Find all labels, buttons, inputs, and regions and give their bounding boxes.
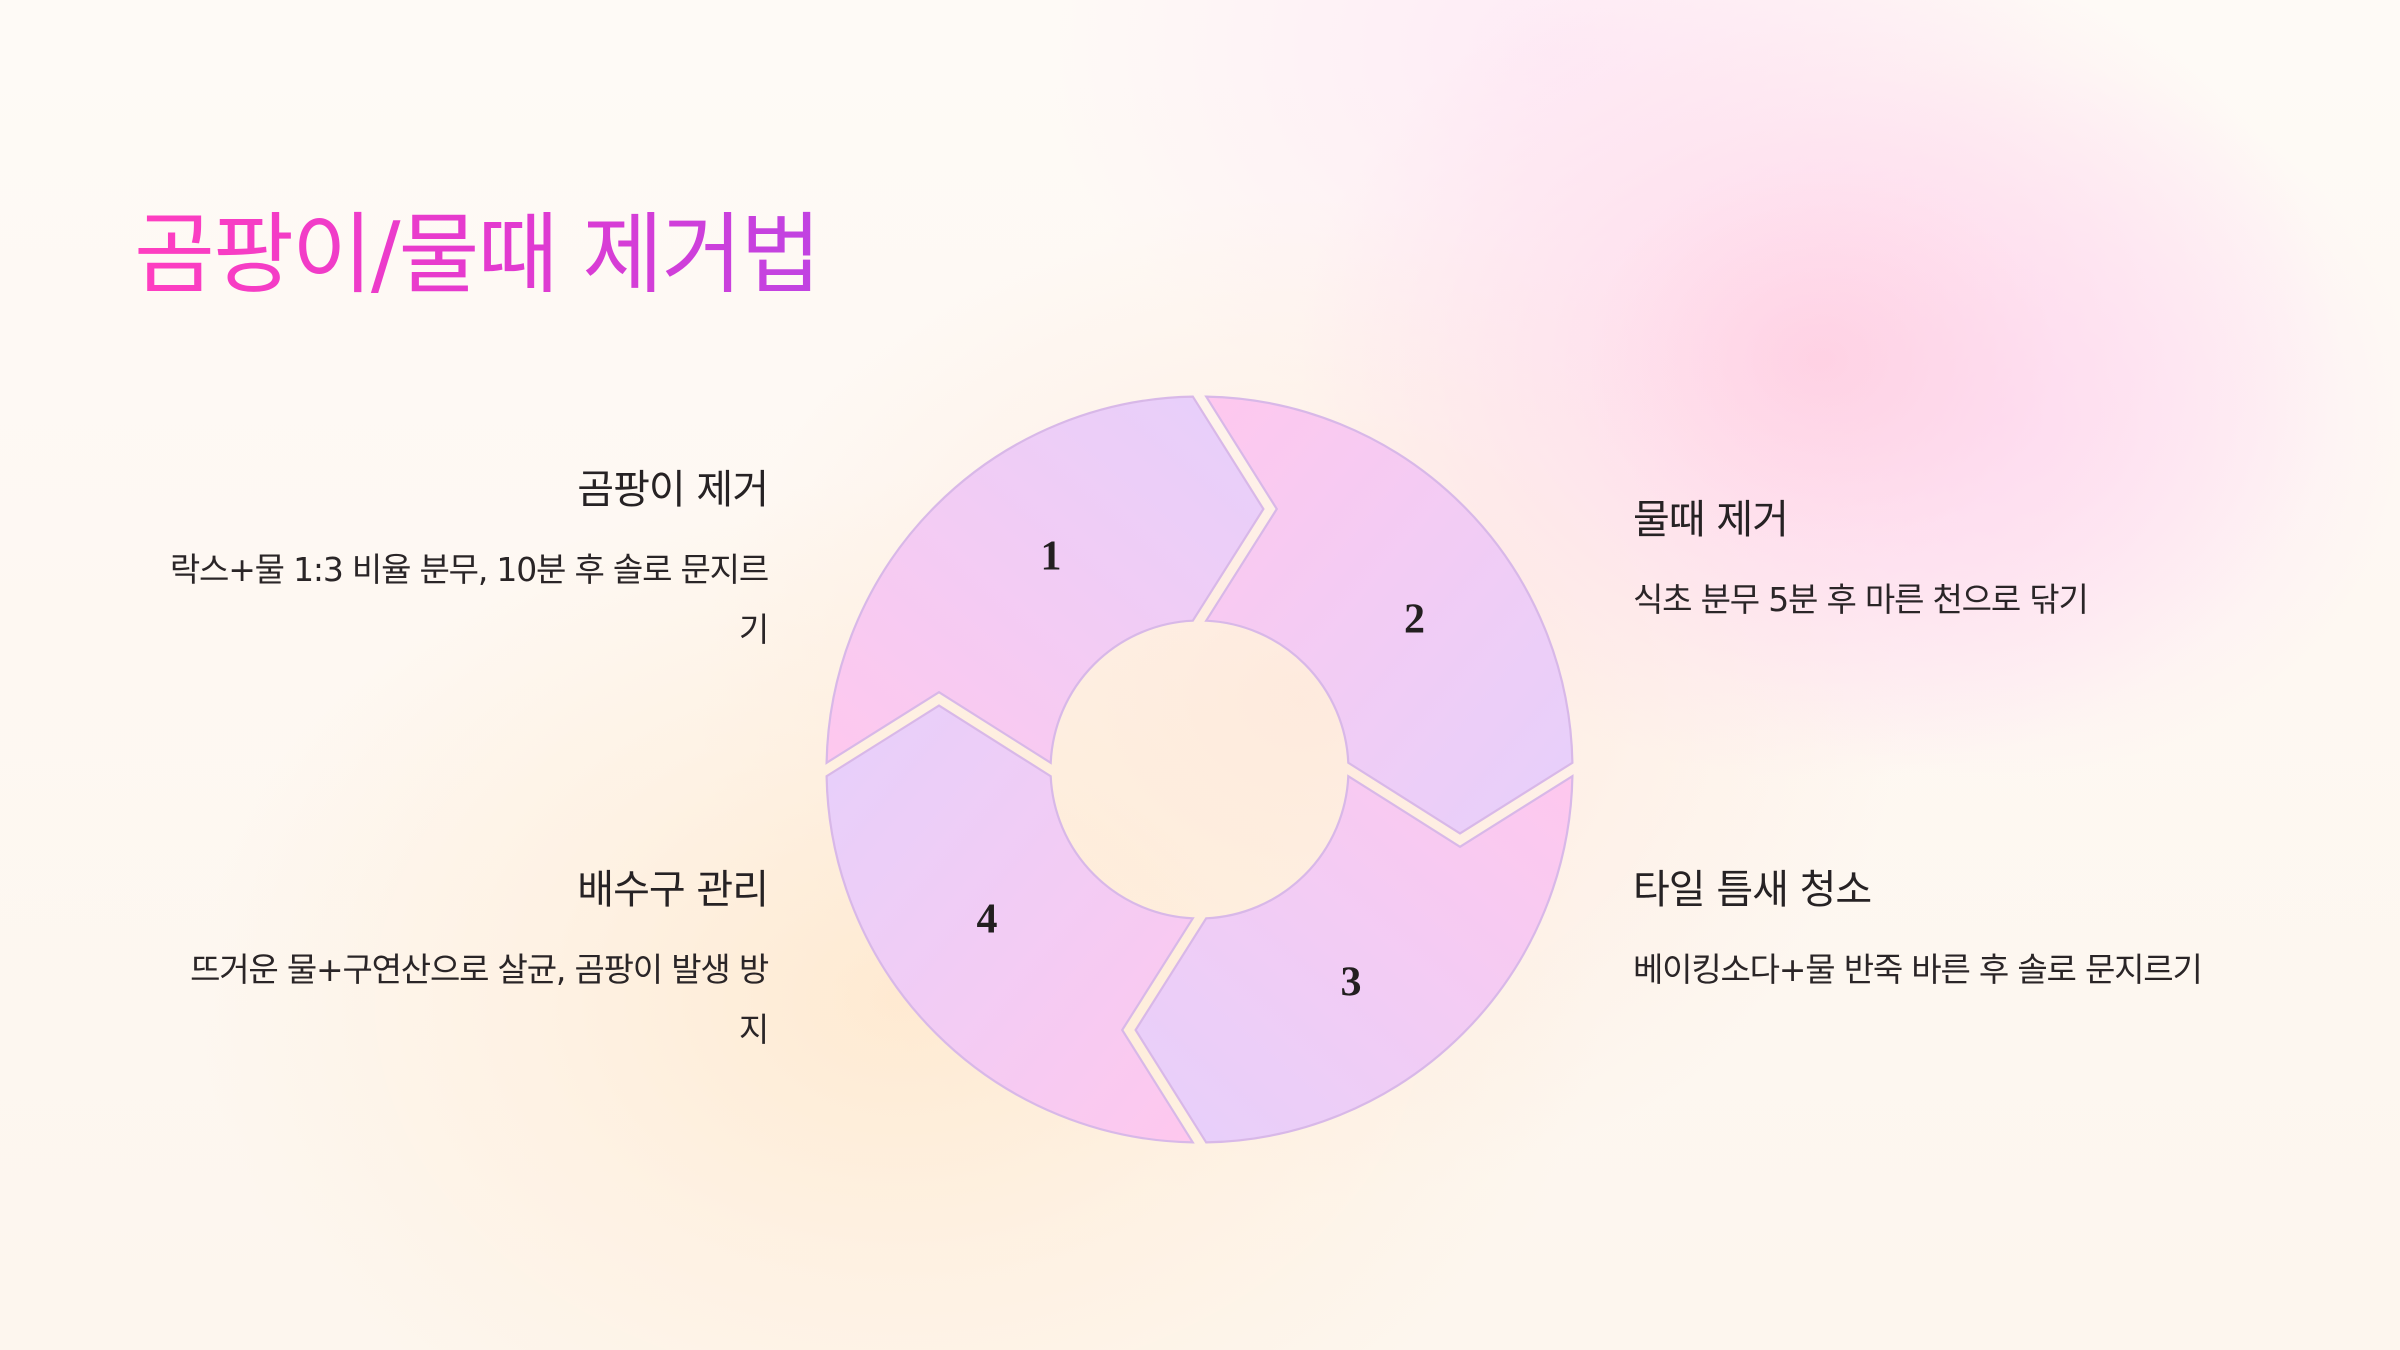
cycle-segment-4 xyxy=(825,704,1195,1144)
step-number-3: 3 xyxy=(1341,960,1362,1006)
step-number-4: 4 xyxy=(977,897,998,943)
step-2-heading: 물때 제거 xyxy=(1633,497,1789,543)
step-2-description: 식초 분무 5분 후 마른 천으로 닦기 xyxy=(1633,580,2089,619)
step-2-text: 물때 제거 식초 분무 5분 후 마른 천으로 닦기 xyxy=(1633,492,2233,630)
step-3-heading: 타일 틈새 청소 xyxy=(1633,867,1872,913)
step-number-2: 2 xyxy=(1404,597,1425,643)
step-1-heading: 곰팡이 제거 xyxy=(577,467,769,513)
step-4-text: 배수구 관리 뜨거운 물+구연산으로 살균, 곰팡이 발생 방지 xyxy=(168,862,769,1060)
step-4-heading: 배수구 관리 xyxy=(577,867,769,913)
step-4-description: 뜨거운 물+구연산으로 살균, 곰팡이 발생 방지 xyxy=(190,950,769,1049)
step-1-description: 락스+물 1:3 비율 분무, 10분 후 솔로 문지르기 xyxy=(169,550,769,649)
cycle-segment-1 xyxy=(825,395,1265,765)
step-1-text: 곰팡이 제거 락스+물 1:3 비율 분무, 10분 후 솔로 문지르기 xyxy=(168,462,769,660)
step-3-description: 베이킹소다+물 반죽 바른 후 솔로 문지르기 xyxy=(1633,950,2203,989)
cycle-segment-2 xyxy=(1204,395,1574,835)
slide-title: 곰팡이/물때 제거법 xyxy=(134,190,821,320)
step-number-1: 1 xyxy=(1041,534,1062,580)
cycle-segment-3 xyxy=(1134,774,1574,1144)
step-3-text: 타일 틈새 청소 베이킹소다+물 반죽 바른 후 솔로 문지르기 xyxy=(1633,862,2233,1000)
